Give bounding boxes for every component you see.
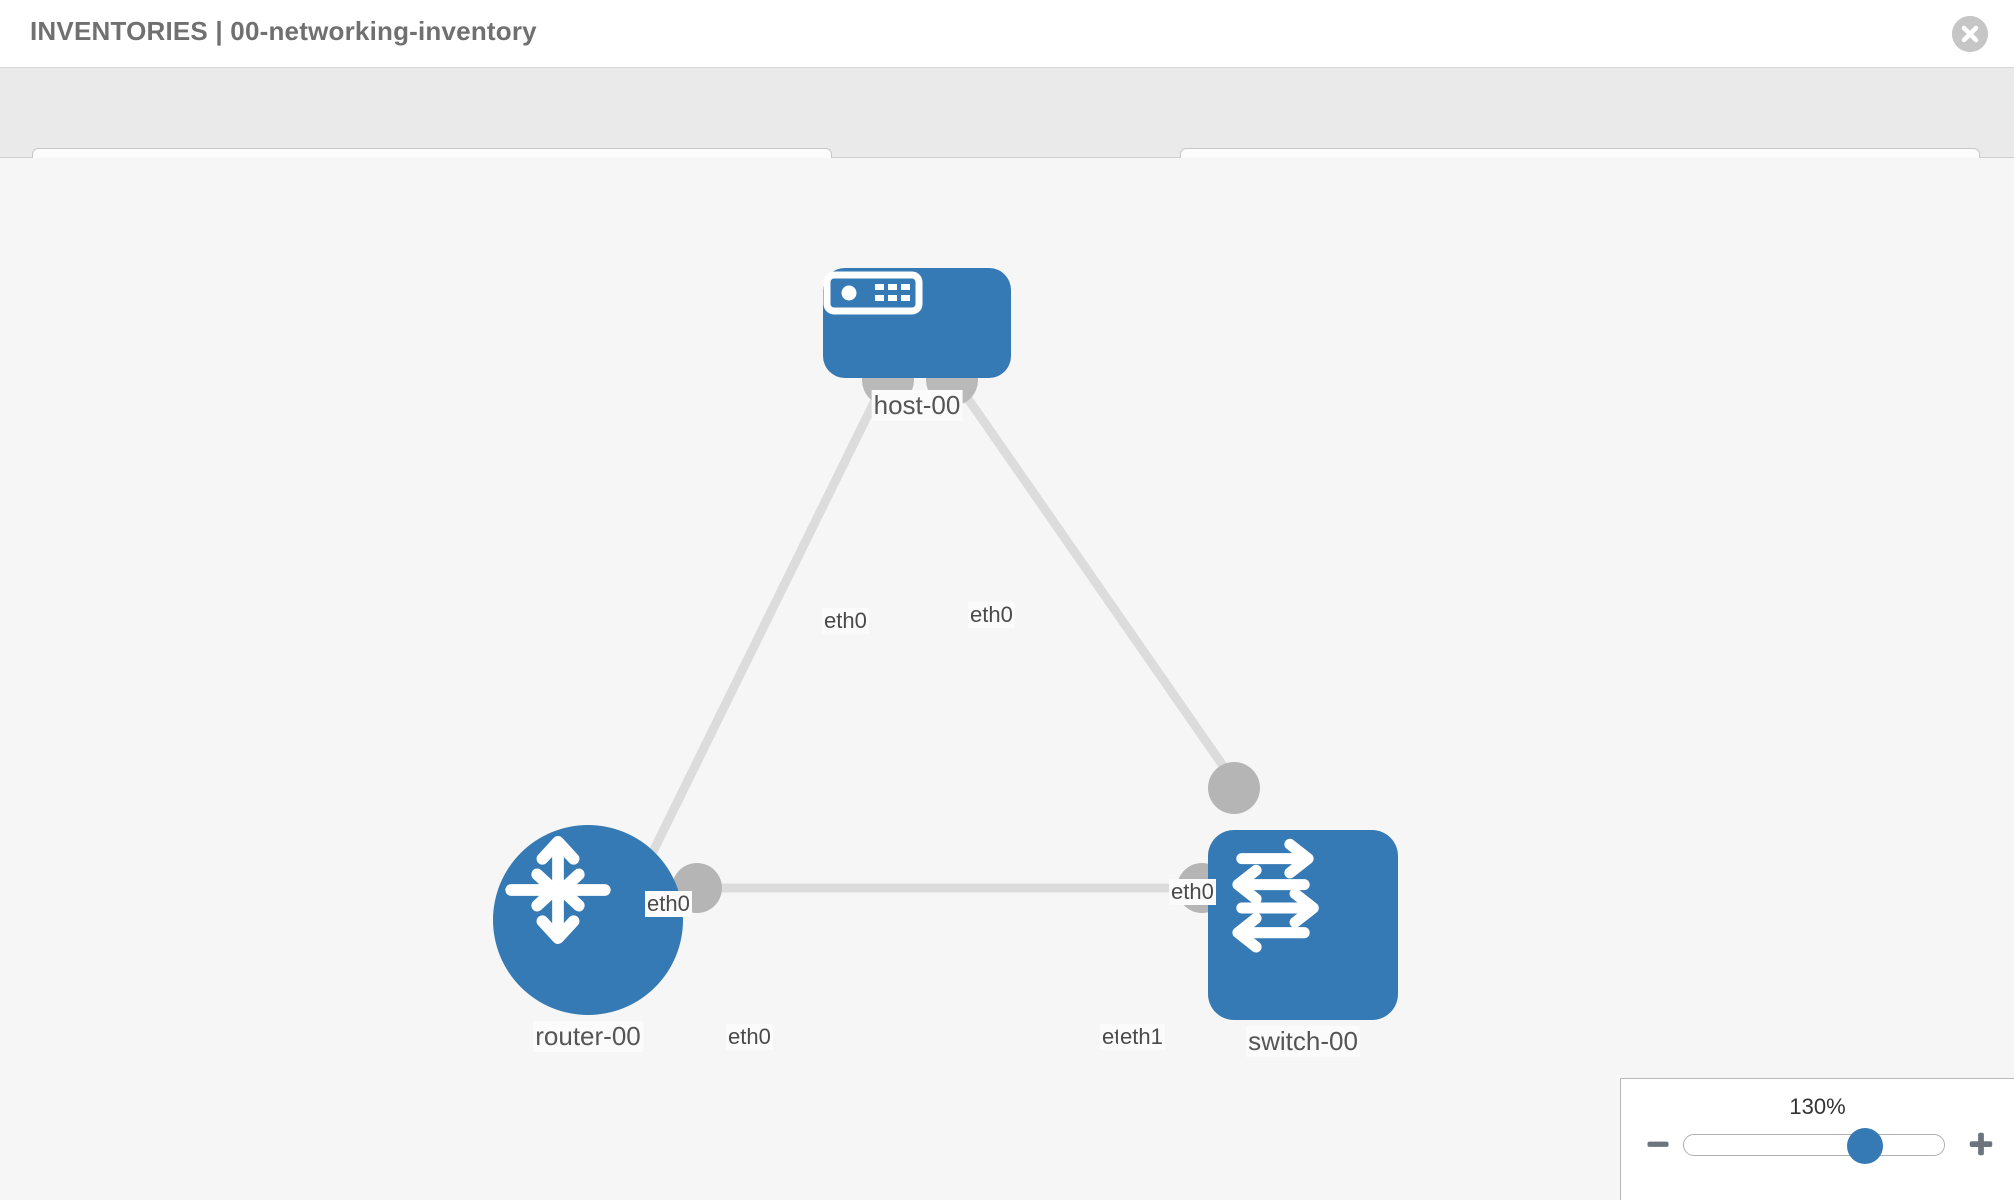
edge-label-router-right: eth0 xyxy=(726,1024,773,1050)
host-node-shape[interactable] xyxy=(823,268,1011,378)
plus-icon[interactable] xyxy=(1964,1127,1998,1161)
topology-node-router-00[interactable]: router-00 xyxy=(493,825,683,1052)
toolbar: ACTIONS SEARCH xyxy=(0,68,2014,202)
router-node-shape[interactable] xyxy=(493,825,683,1015)
router-node-label: router-00 xyxy=(533,1021,643,1052)
switch-arrows-icon xyxy=(1232,838,1319,953)
edge-host-switch xyxy=(951,377,1239,786)
host-node-label: host-00 xyxy=(871,390,963,421)
close-icon[interactable] xyxy=(1952,16,1988,52)
minus-icon[interactable] xyxy=(1641,1127,1675,1161)
topology-node-host-00[interactable]: host-00 xyxy=(823,268,1011,421)
edge-label-router-up: eth0 xyxy=(645,891,692,917)
router-arrows-icon xyxy=(505,836,611,944)
zoom-level-label: 130% xyxy=(1789,1094,1846,1119)
topology-canvas[interactable]: host-00 router-00 xyxy=(0,158,2014,1200)
page-title: INVENTORIES | 00-networking-inventory xyxy=(30,16,537,46)
zoom-slider[interactable] xyxy=(1683,1128,1945,1164)
switch-node-label: switch-00 xyxy=(1246,1026,1360,1057)
edge-host-router xyxy=(635,378,890,880)
page-header: INVENTORIES | 00-networking-inventory xyxy=(0,0,2014,68)
slider-thumb[interactable] xyxy=(1847,1128,1883,1164)
edge-label-host-left: eth0 xyxy=(822,608,869,634)
port-switch-top xyxy=(1208,762,1260,814)
edge-label-switch-left-eth1: eth1 xyxy=(1118,1024,1165,1050)
server-icon xyxy=(823,271,923,315)
zoom-control-panel: 130% xyxy=(1620,1078,2014,1200)
edge-label-switch-up: eth0 xyxy=(1169,879,1216,905)
switch-node-shape[interactable] xyxy=(1208,830,1398,1020)
edge-label-host-right: eth0 xyxy=(968,602,1015,628)
topology-node-switch-00[interactable]: switch-00 xyxy=(1208,830,1398,1057)
